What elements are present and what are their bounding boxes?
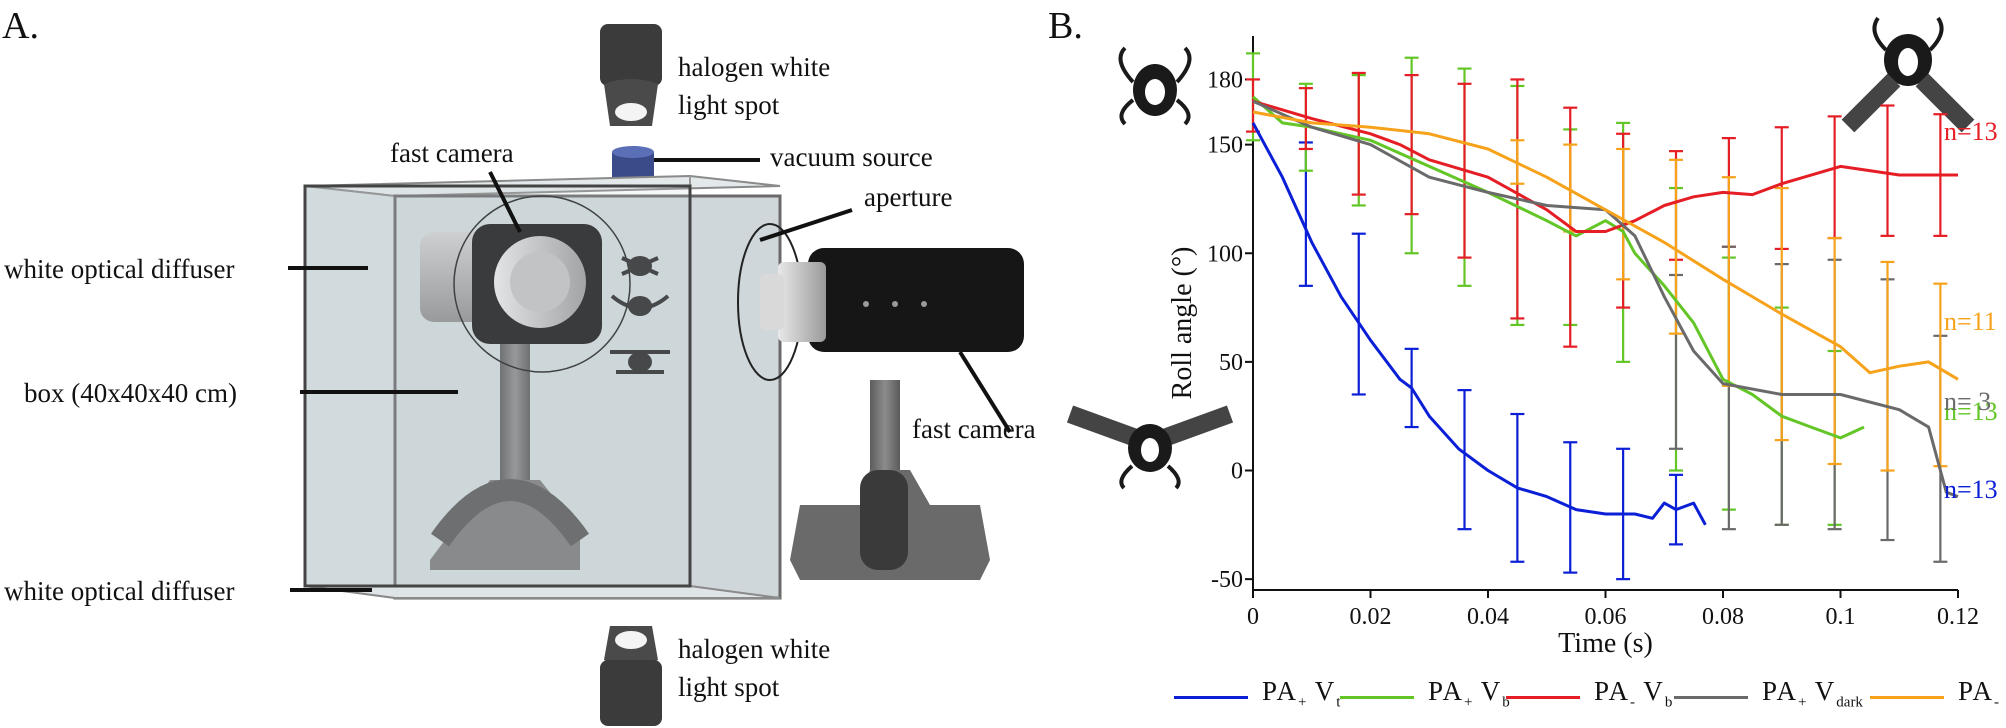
n-label-3: n= 3 — [1944, 387, 1991, 416]
legend-label: PA- Vb — [1594, 676, 1673, 711]
legend-label: PA- Vdark — [1958, 676, 2000, 711]
x-tick-label: 0.12 — [1937, 604, 1979, 630]
chart-legend: PA+ Vt PA+ Vb PA- Vb PA+ Vdark PA- Vdark — [1170, 672, 2000, 722]
label-halogen-top-1: halogen white — [678, 52, 831, 82]
n-label-4: n=11 — [1944, 307, 1997, 336]
x-tick-label: 0.04 — [1467, 604, 1509, 630]
legend-swatch — [1340, 696, 1414, 699]
y-axis-label: Roll angle (°) — [1167, 247, 1198, 400]
x-tick-label: 0 — [1247, 604, 1259, 630]
legend-swatch — [1174, 696, 1248, 699]
label-halogen-top-2: light spot — [678, 90, 780, 120]
label-aperture: aperture — [864, 182, 953, 212]
halogen-spot-bottom — [600, 626, 662, 726]
legend-swatch — [1870, 696, 1944, 699]
leader-lines — [288, 158, 1012, 592]
series-line-4 — [1252, 110, 1959, 381]
insect-icon-inverted-top-right — [1841, 16, 1975, 133]
fast-camera-left — [420, 195, 631, 570]
legend-label: PA+ Vdark — [1762, 676, 1863, 711]
insect-icon-upright — [1118, 46, 1192, 126]
label-fast-camera-right: fast camera — [912, 414, 1036, 444]
x-axis-label: Time (s) — [1558, 628, 1653, 659]
y-tick-label: 50 — [1219, 350, 1243, 376]
y-tick-label: 150 — [1207, 133, 1243, 159]
legend-swatch — [1674, 696, 1748, 699]
label-diffuser-lower: white optical diffuser — [4, 576, 235, 606]
n-label-0: n=13 — [1944, 475, 1998, 504]
label-box: box (40x40x40 cm) — [24, 378, 237, 408]
x-tick-label: 0.06 — [1585, 604, 1627, 630]
legend-swatch — [1506, 696, 1580, 699]
insect-sequence — [610, 256, 670, 374]
y-tick-label: 0 — [1231, 459, 1243, 485]
series-line-2 — [1252, 99, 1958, 233]
series-line-3 — [1252, 99, 1959, 499]
panel-b-label: B. — [1048, 5, 1083, 47]
label-diffuser-upper: white optical diffuser — [4, 254, 235, 284]
panel-a-label: A. — [2, 5, 39, 47]
x-tick-label: 0.08 — [1702, 604, 1744, 630]
insect-icon-wings-spread — [1066, 405, 1234, 490]
series-line-1 — [1252, 95, 1865, 440]
label-vacuum-source: vacuum source — [770, 142, 933, 172]
fast-camera-right — [760, 248, 1024, 580]
x-tick-label: 0.02 — [1350, 604, 1392, 630]
y-tick-label: 100 — [1207, 241, 1243, 267]
label-fast-camera-top: fast camera — [390, 138, 514, 168]
y-tick-label: -50 — [1211, 567, 1243, 593]
legend-label: PA+ Vt — [1262, 676, 1341, 711]
halogen-spot-top — [600, 24, 662, 126]
label-halogen-bottom-1: halogen white — [678, 634, 831, 664]
n-label-2: n=13 — [1944, 117, 1998, 146]
label-halogen-bottom-2: light spot — [678, 672, 780, 702]
x-tick-label: 0.1 — [1826, 604, 1856, 630]
n-label-1: n=13 — [1944, 397, 1998, 426]
legend-label: PA+ Vb — [1428, 676, 1510, 711]
y-tick-label: 180 — [1207, 67, 1243, 93]
setup-diagram — [288, 24, 1024, 726]
series-line-0 — [1251, 122, 1707, 526]
